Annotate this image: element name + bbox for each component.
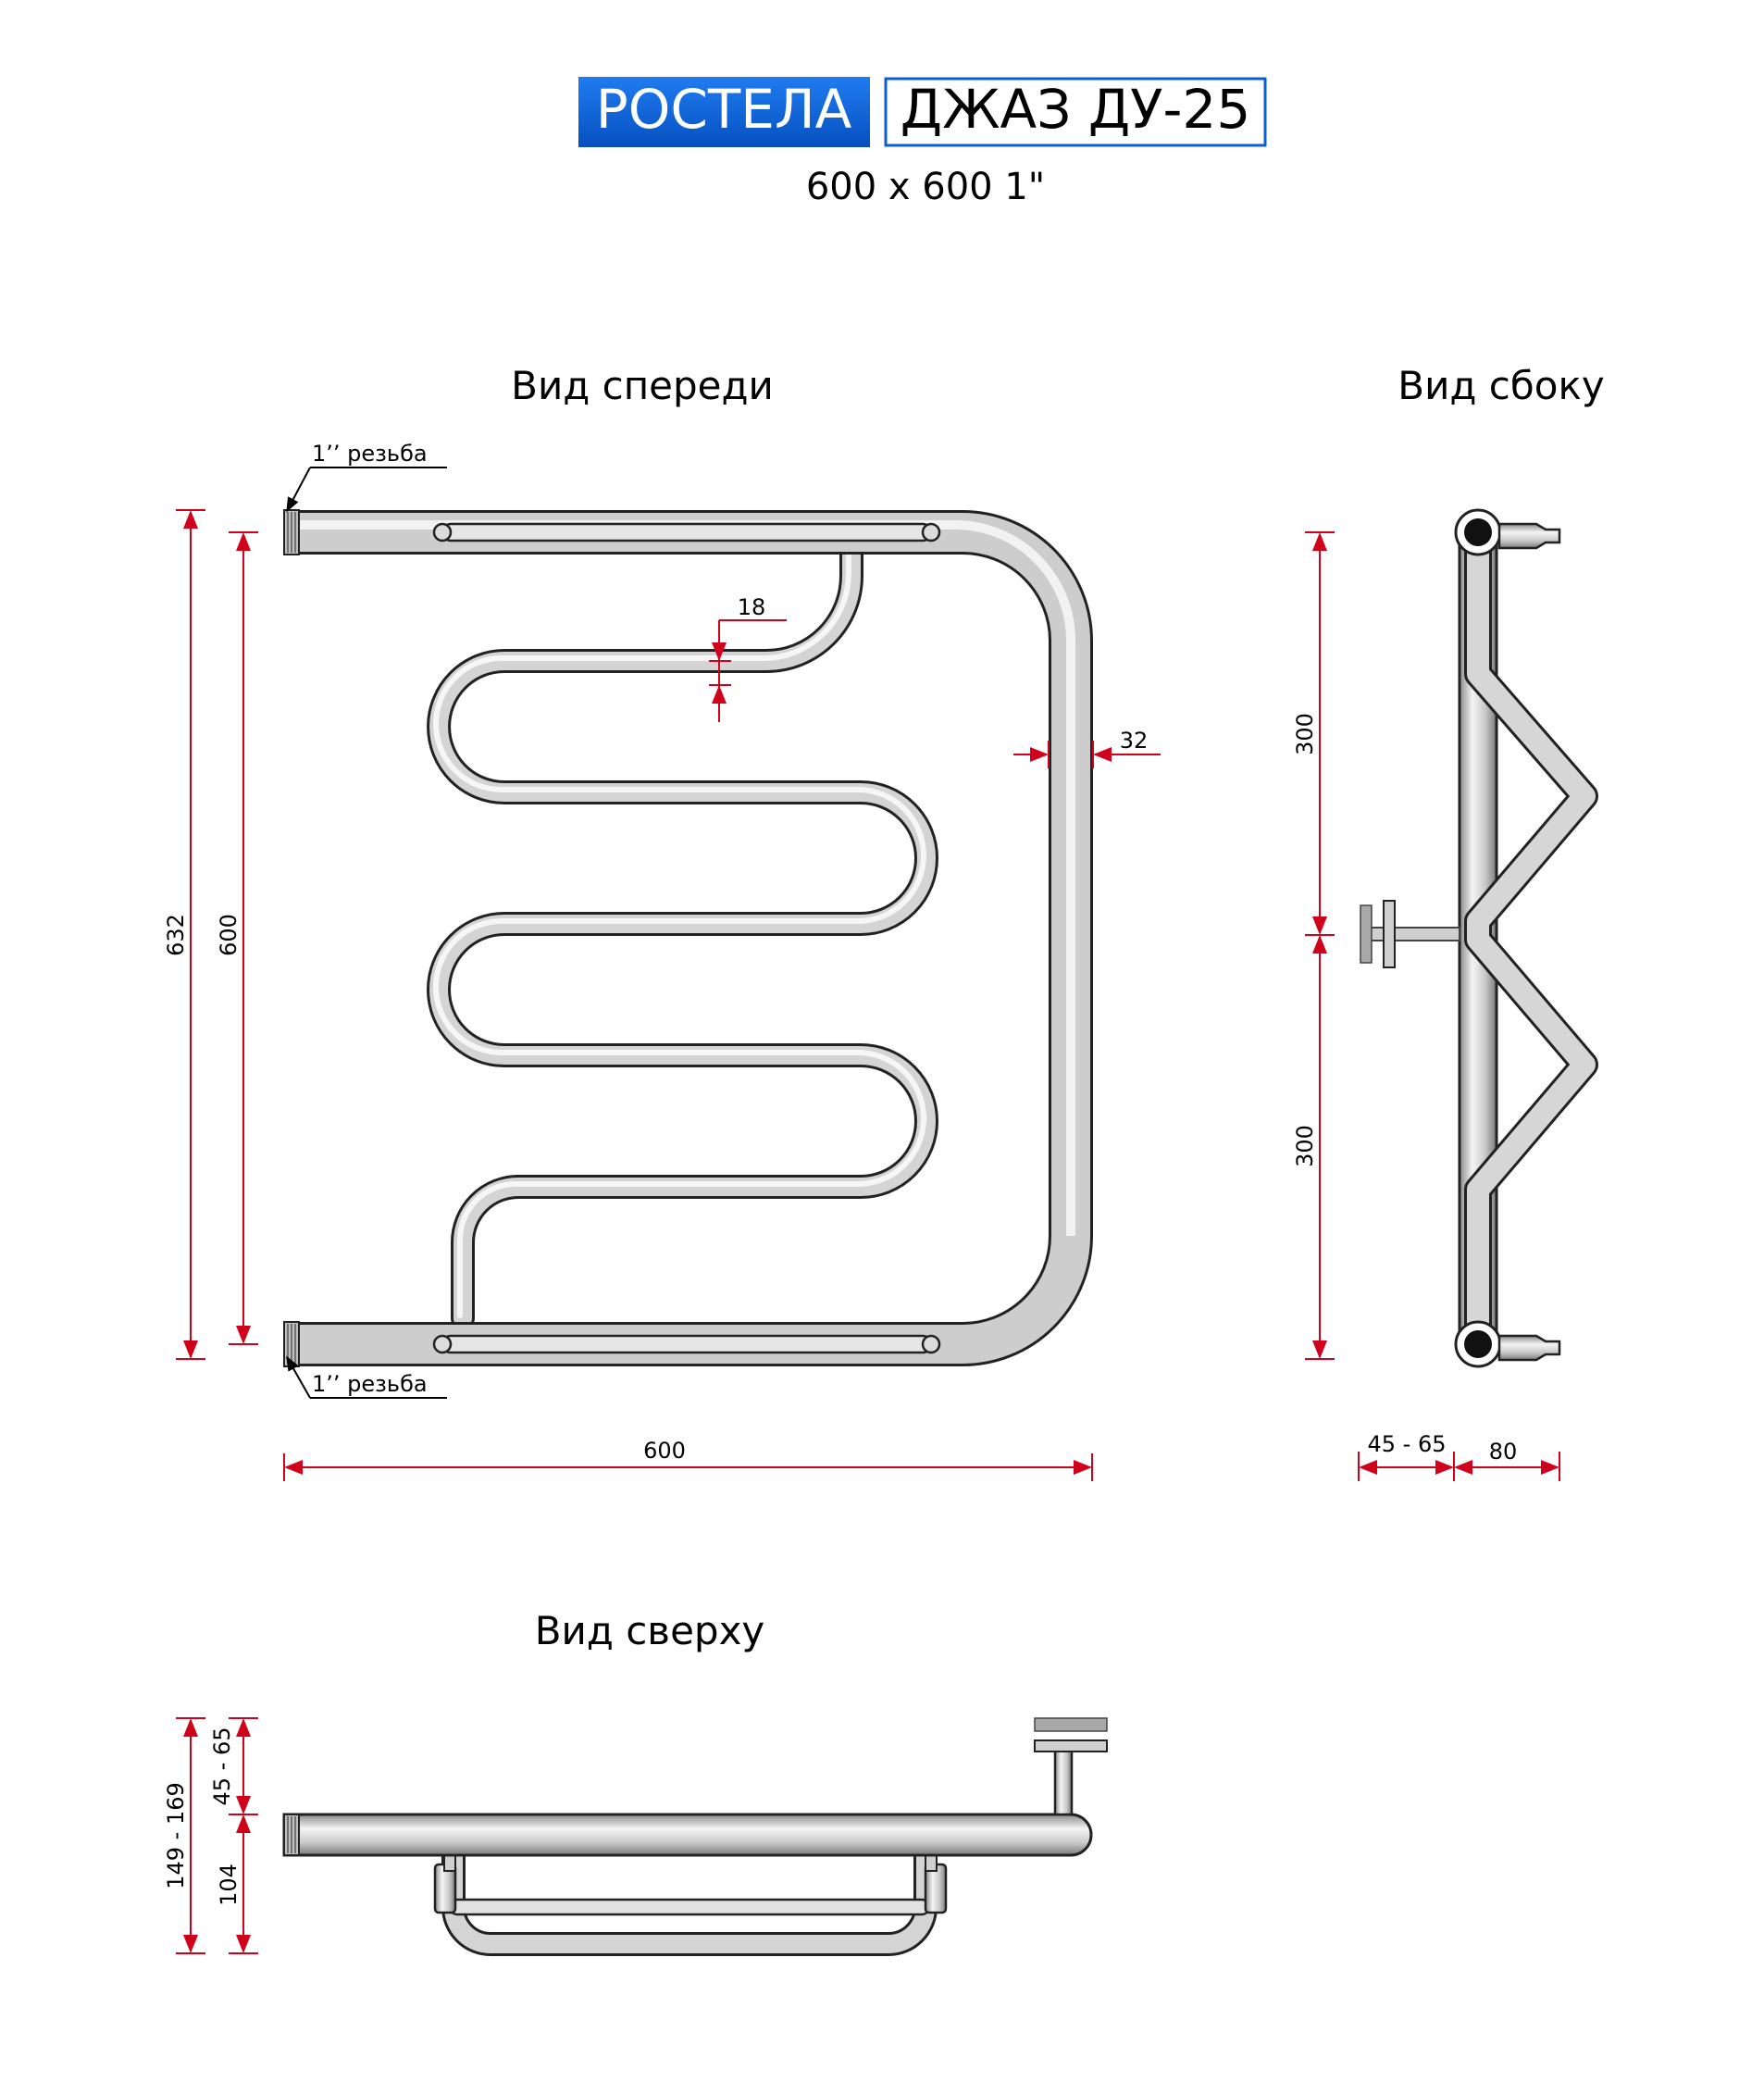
dim-600-horizontal: 600 xyxy=(283,1438,1093,1481)
model-box xyxy=(884,77,1267,147)
dim-side-lower-label: 300 xyxy=(1292,1125,1318,1167)
top-loop-outline xyxy=(441,1839,938,1956)
dim-top-total-label: 149 - 169 xyxy=(163,1782,189,1889)
dim-side-lower: 300 xyxy=(1292,935,1335,1360)
top-thread xyxy=(283,1814,300,1856)
dim-top-total: 149 - 169 xyxy=(163,1717,205,1954)
side-end-top xyxy=(1454,508,1561,556)
dim-top-depth-label: 104 xyxy=(216,1864,242,1906)
brand-label: РОСТЕЛА xyxy=(596,78,852,141)
dim-632: 632 xyxy=(163,509,205,1360)
dim-top-wall-label: 45 - 65 xyxy=(209,1727,235,1806)
rail-bottom xyxy=(432,1334,941,1354)
dim-18: 18 xyxy=(709,594,787,722)
dim-600-vertical-label: 600 xyxy=(216,914,242,956)
dim-side-wall-label: 45 - 65 xyxy=(1368,1431,1447,1457)
model-label: ДЖАЗ ДУ-25 xyxy=(901,78,1250,141)
thread-label-top: 1’’ резьба xyxy=(312,441,428,467)
dim-32-label: 32 xyxy=(1120,728,1149,754)
dim-600-vertical: 600 xyxy=(216,531,258,1345)
thread-callout-top: 1’’ резьба xyxy=(286,441,447,513)
dim-18-label: 18 xyxy=(738,594,766,620)
dim-side-upper: 300 xyxy=(1292,531,1335,936)
frame-highlight xyxy=(284,520,1075,1236)
coil-highlight xyxy=(433,541,926,1318)
top-loop-body xyxy=(444,1842,935,1953)
dim-side-bottom: 45 - 65 80 xyxy=(1358,1431,1560,1481)
header: РОСТЕЛА ДЖАЗ ДУ-25 600 x 600 1" xyxy=(578,77,1267,208)
rail-top xyxy=(432,522,941,542)
dim-600-horizontal-label: 600 xyxy=(643,1438,686,1464)
dim-top-depth: 104 xyxy=(216,1814,258,1954)
dim-top-wall: 45 - 65 xyxy=(209,1717,258,1815)
side-wall-bracket xyxy=(1360,900,1460,968)
side-view: Вид сбоку 300 xyxy=(1292,363,1605,1481)
dim-632-label: 632 xyxy=(163,914,189,956)
coil-body xyxy=(429,537,936,1328)
brand-badge xyxy=(578,77,870,147)
top-view-title: Вид сверху xyxy=(535,1608,765,1653)
front-view: Вид спереди xyxy=(163,363,1161,1481)
top-fitting-right xyxy=(924,1853,948,1914)
thread-label-bottom: 1’’ резьба xyxy=(312,1371,428,1397)
top-main-pipe xyxy=(282,1813,1093,1857)
size-spec: 600 x 600 1" xyxy=(806,166,1045,208)
thread-callout-bottom: 1’’ резьба xyxy=(286,1355,447,1399)
side-end-bottom xyxy=(1454,1320,1561,1368)
side-view-title: Вид сбоку xyxy=(1398,363,1604,408)
dim-side-depth-label: 80 xyxy=(1489,1439,1518,1465)
side-coil-body xyxy=(1467,526,1596,1344)
top-wall-mount xyxy=(1034,1717,1108,1816)
front-view-title: Вид спереди xyxy=(511,363,774,408)
thread-bottom xyxy=(283,1321,300,1367)
top-rail xyxy=(448,1898,931,1916)
top-fitting-left xyxy=(433,1853,457,1914)
top-view: Вид сверху xyxy=(163,1608,1108,1956)
dim-32: 32 xyxy=(1013,728,1161,768)
thread-top xyxy=(283,509,300,555)
dim-side-upper-label: 300 xyxy=(1292,713,1318,755)
